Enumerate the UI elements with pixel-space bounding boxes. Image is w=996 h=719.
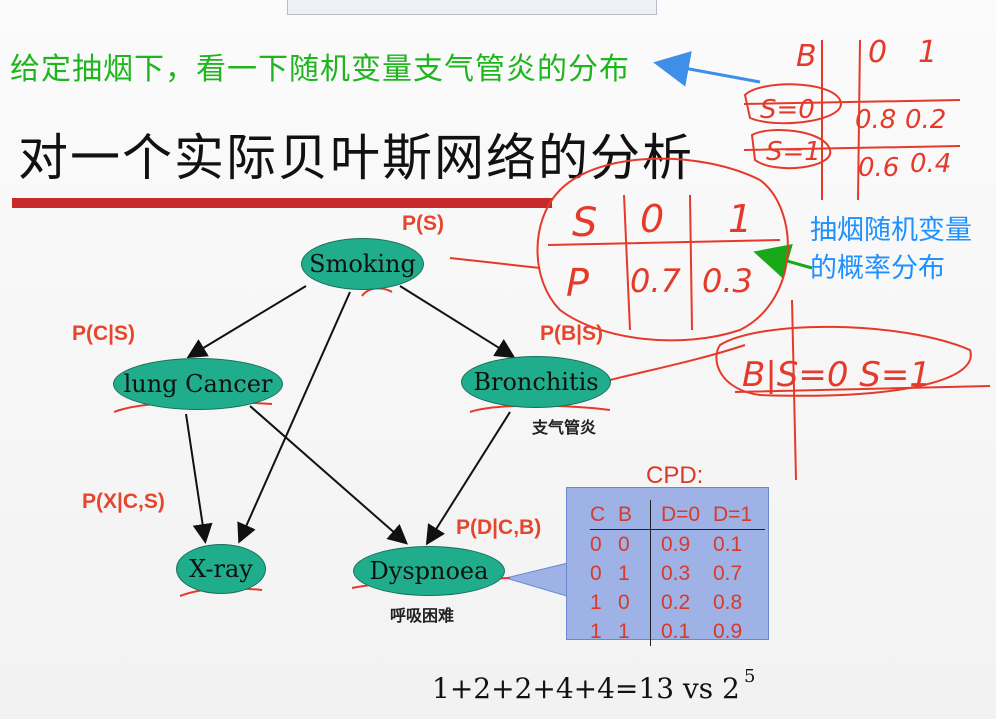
parameter-count-equation: 1+2+2+4+4=13 vs 2 [432,672,740,705]
node-lung-cancer: lung Cancer [113,358,283,410]
hw-row2-v0: 0.6 [858,153,899,183]
node-dyspnoea: Dyspnoea [353,546,505,596]
title-underline-bar [12,198,552,208]
cpd-cell-c: 1 [590,619,602,643]
hw-row2-label: S=1 [766,137,821,167]
cpd-cell-c: 1 [590,590,602,614]
table-row: 1 0 0.2 0.8 [590,588,765,617]
hw-row1-label: S=0 [760,95,815,125]
cpd-header-d1: D=1 [713,502,753,526]
edge-smoking-cancer [186,285,307,359]
edge-cancer-xray [185,413,213,544]
edge-cancer-dyspnoea [249,405,409,545]
cpd-divider [650,500,651,529]
table-row: 1 1 0.1 0.9 [590,617,765,646]
equation-exponent: 5 [744,666,756,687]
edge-smoking-bronchitis [399,285,516,359]
cpd-header-b: B [618,502,633,526]
hw-bottom-notes: B|S=0 S=1 [742,355,931,395]
hw-p-v1: 0.3 [702,262,753,300]
cpd-cell-b: 0 [618,532,630,556]
hw-row1-v1: 0.2 [905,105,946,135]
label-p-s: P(S) [402,212,444,235]
cpd-header-d0: D=0 [661,502,701,526]
hw-p-v0: 0.7 [630,262,682,300]
green-annotation: 给定抽烟下，看一下随机变量支气管炎的分布 [10,52,630,87]
cpd-divider [650,559,651,588]
cpd-cell-d1: 0.1 [713,532,743,556]
dyspnoea-subtitle: 呼吸困难 [390,606,455,625]
hw-s-header: S [572,200,597,246]
hw-header-0-top: 0 [868,35,887,70]
cpd-title: CPD: [646,462,704,489]
hw-header-b: B [796,39,817,74]
cpd-cell-c: 0 [590,532,602,556]
node-smoking: Smoking [301,238,424,290]
node-xray: X-ray [176,544,266,594]
table-row: 0 0 0.9 0.1 [590,530,765,559]
cpd-table: C B D=0 D=1 0 0 0.9 0.1 0 1 0.3 0.7 1 0 … [590,500,765,646]
cpd-cell-d1: 0.9 [713,619,743,643]
cpd-cell-c: 0 [590,561,602,585]
cpd-cell-d0: 0.3 [661,561,691,585]
label-p-d-cb: P(D|C,B) [456,516,542,539]
edge-smoking-xray [237,291,351,544]
cpd-cell-d0: 0.9 [661,532,691,556]
cpd-header-c: C [590,502,606,526]
cpd-cell-d1: 0.8 [713,590,743,614]
hw-row2-v1: 0.4 [910,149,951,179]
green-arrow [753,243,813,279]
hw-s-header-1: 1 [728,197,752,241]
blue-arrow [653,51,761,87]
bronchitis-subtitle: 支气管炎 [532,418,597,437]
cpd-cell-b: 1 [618,561,630,585]
label-p-x-cs: P(X|C,S) [82,490,165,513]
cpd-divider [650,530,651,559]
hw-row1-v0: 0.8 [855,105,896,135]
cpd-cell-b: 1 [618,619,630,643]
blue-annotation: 抽烟随机变量的概率分布 [810,215,972,284]
cpd-divider [650,588,651,617]
cpd-divider [650,617,651,646]
label-p-c-s: P(C|S) [72,322,136,345]
hw-s-header-0: 0 [640,197,664,241]
cpd-table-box [566,487,769,640]
hw-header-1-top: 1 [918,35,937,70]
top-toolbar-strip [287,0,657,15]
cpd-header-row: C B D=0 D=1 [590,500,765,530]
cpd-cell-d1: 0.7 [713,561,743,585]
cpd-cell-b: 0 [618,590,630,614]
table-row: 0 1 0.3 0.7 [590,559,765,588]
hw-p-label: P [566,261,589,305]
label-p-b-s: P(B|S) [540,322,604,345]
cpd-cell-d0: 0.1 [661,619,691,643]
cpd-cell-d0: 0.2 [661,590,691,614]
slide-title: 对一个实际贝叶斯网络的分析 [18,129,694,187]
node-bronchitis: Bronchitis [461,356,611,408]
